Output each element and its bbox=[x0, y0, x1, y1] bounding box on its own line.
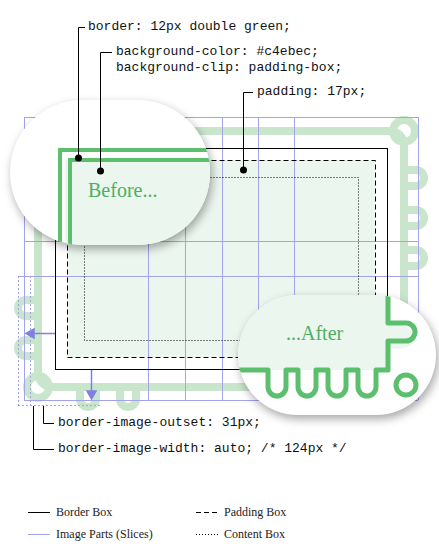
legend-sample-line bbox=[196, 534, 218, 535]
legend-sample bbox=[194, 504, 220, 520]
after-bubble: ...After bbox=[238, 295, 436, 415]
outset-arrows bbox=[26, 329, 96, 399]
legend-sample bbox=[26, 526, 52, 542]
arrow-head bbox=[87, 391, 96, 399]
css-declaration: border-image-width: auto; /* 124px */ bbox=[58, 441, 347, 457]
slice-grid bbox=[18, 117, 419, 406]
bubble-text: Before... bbox=[88, 178, 157, 202]
faded-wiggle bbox=[18, 300, 38, 356]
outset-guide bbox=[18, 276, 100, 406]
css-declaration: background-color: #c4ebec; bbox=[116, 44, 319, 60]
padding-box bbox=[68, 161, 376, 358]
css-declaration: border-image-outset: 31px; bbox=[58, 415, 261, 431]
faded-border-image bbox=[18, 120, 424, 407]
leader-dot bbox=[75, 155, 82, 162]
arrow-shaft bbox=[32, 333, 55, 335]
padding-fill bbox=[67, 160, 375, 357]
faded-wiggle bbox=[80, 387, 136, 407]
legend-sample-line bbox=[196, 512, 218, 513]
legend-sample-line bbox=[28, 512, 50, 513]
css-declaration: padding: 17px; bbox=[257, 84, 366, 100]
css-declaration: border: 12px double green; bbox=[88, 19, 291, 35]
faded-loop bbox=[393, 120, 415, 142]
leader-line bbox=[101, 53, 113, 172]
bubble-art bbox=[238, 295, 436, 415]
legend-text: Image Parts (Slices) bbox=[56, 526, 153, 542]
leader-line bbox=[244, 93, 254, 171]
legend-text: Padding Box bbox=[224, 504, 286, 520]
leader-dot bbox=[97, 168, 104, 175]
legend-item: Border Box bbox=[26, 504, 112, 520]
legend-item: Padding Box bbox=[194, 504, 286, 520]
faded-loop bbox=[27, 376, 49, 398]
slice-line bbox=[25, 117, 419, 400]
border-image-wave bbox=[238, 295, 415, 396]
legend-text: Content Box bbox=[224, 526, 285, 542]
legend-item: Image Parts (Slices) bbox=[26, 526, 153, 542]
arrow-shaft bbox=[91, 370, 93, 393]
bubble-art bbox=[10, 100, 210, 245]
legend-sample-line bbox=[28, 534, 50, 535]
leader-line bbox=[44, 406, 55, 424]
double-border-inner bbox=[70, 160, 210, 245]
legend-text: Border Box bbox=[56, 504, 112, 520]
double-border-outer bbox=[60, 150, 210, 245]
padding-fill bbox=[65, 160, 210, 245]
arrow-head bbox=[26, 329, 34, 338]
faded-wiggle bbox=[404, 170, 424, 266]
leader-dot bbox=[240, 167, 247, 174]
legend-sample bbox=[194, 526, 220, 542]
leader-line bbox=[34, 406, 55, 450]
before-bubble: Before... bbox=[10, 100, 210, 245]
border-box bbox=[56, 149, 388, 370]
slice-line bbox=[18, 118, 418, 401]
border-image-loop bbox=[396, 375, 416, 395]
legend-item: Content Box bbox=[194, 526, 285, 542]
legend-sample bbox=[26, 504, 52, 520]
css-declaration: background-clip: padding-box; bbox=[116, 60, 342, 76]
bubble-text: ...After bbox=[286, 321, 343, 345]
leader-line bbox=[79, 28, 86, 159]
